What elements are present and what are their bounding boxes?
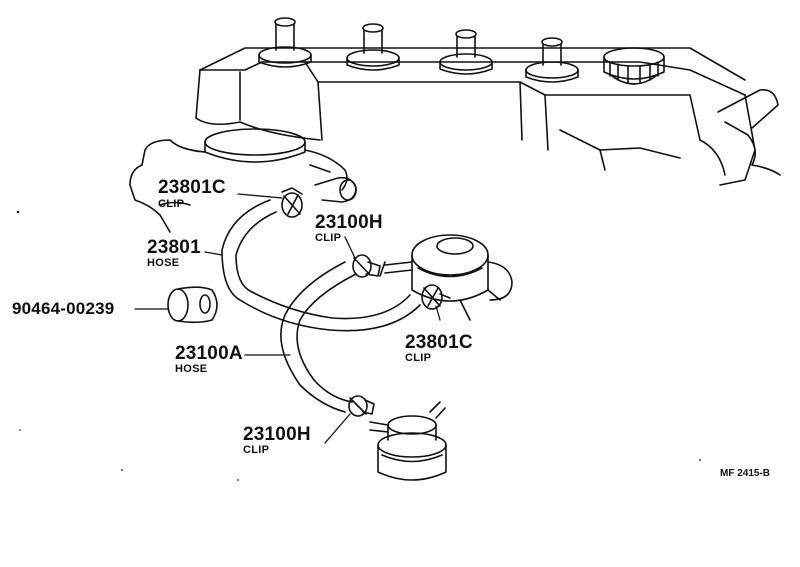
engine-head (195, 47, 781, 186)
fuel-pump (379, 234, 513, 321)
cushion-90464-shape (167, 286, 218, 324)
callout-23801-hose: 23801 HOSE (147, 238, 201, 269)
hose-23801-shape (221, 199, 421, 332)
clip-23801c-top-shape (281, 187, 303, 218)
callout-description: CLIP (315, 232, 342, 244)
callout-part-number: 23801C (158, 177, 226, 198)
hose-23100a-shape (280, 261, 357, 413)
callout-part-number: 23801 (147, 237, 201, 258)
callout-part-number: 23801C (405, 332, 473, 353)
callout-23100a-hose: 23100A HOSE (175, 344, 243, 375)
callout-description: CLIP (158, 198, 185, 210)
callout-23100h-top: 23100H CLIP (315, 213, 383, 244)
clip-23801c-right-shape (421, 284, 451, 310)
plug-towers (258, 17, 579, 83)
callout-23100h-bottom: 23100H CLIP (243, 425, 311, 456)
callout-part-number: 23100A (175, 343, 243, 364)
callout-description: HOSE (147, 257, 180, 269)
fuel-filter (369, 401, 447, 481)
callout-23801c-right: 23801C CLIP (405, 333, 473, 364)
oil-filler-cap (603, 47, 665, 85)
callout-90464-cushion: 90464-00239 (12, 300, 114, 317)
clip-23100h-bottom-shape (348, 395, 375, 417)
callout-description: HOSE (175, 363, 208, 375)
callout-part-number: 23100H (315, 212, 383, 233)
callout-23801c-top: 23801C CLIP (158, 178, 226, 210)
callout-description: CLIP (405, 352, 432, 364)
figure-code: MF 2415-B (720, 468, 771, 479)
callout-part-number: 23100H (243, 424, 311, 445)
callout-description: CLIP (243, 444, 270, 456)
carburetor-body (129, 128, 357, 233)
clip-23100h-top-shape (352, 254, 381, 278)
callout-part-number: 90464-00239 (12, 299, 115, 318)
leader-lines (134, 193, 441, 444)
scan-specks (16, 210, 701, 481)
